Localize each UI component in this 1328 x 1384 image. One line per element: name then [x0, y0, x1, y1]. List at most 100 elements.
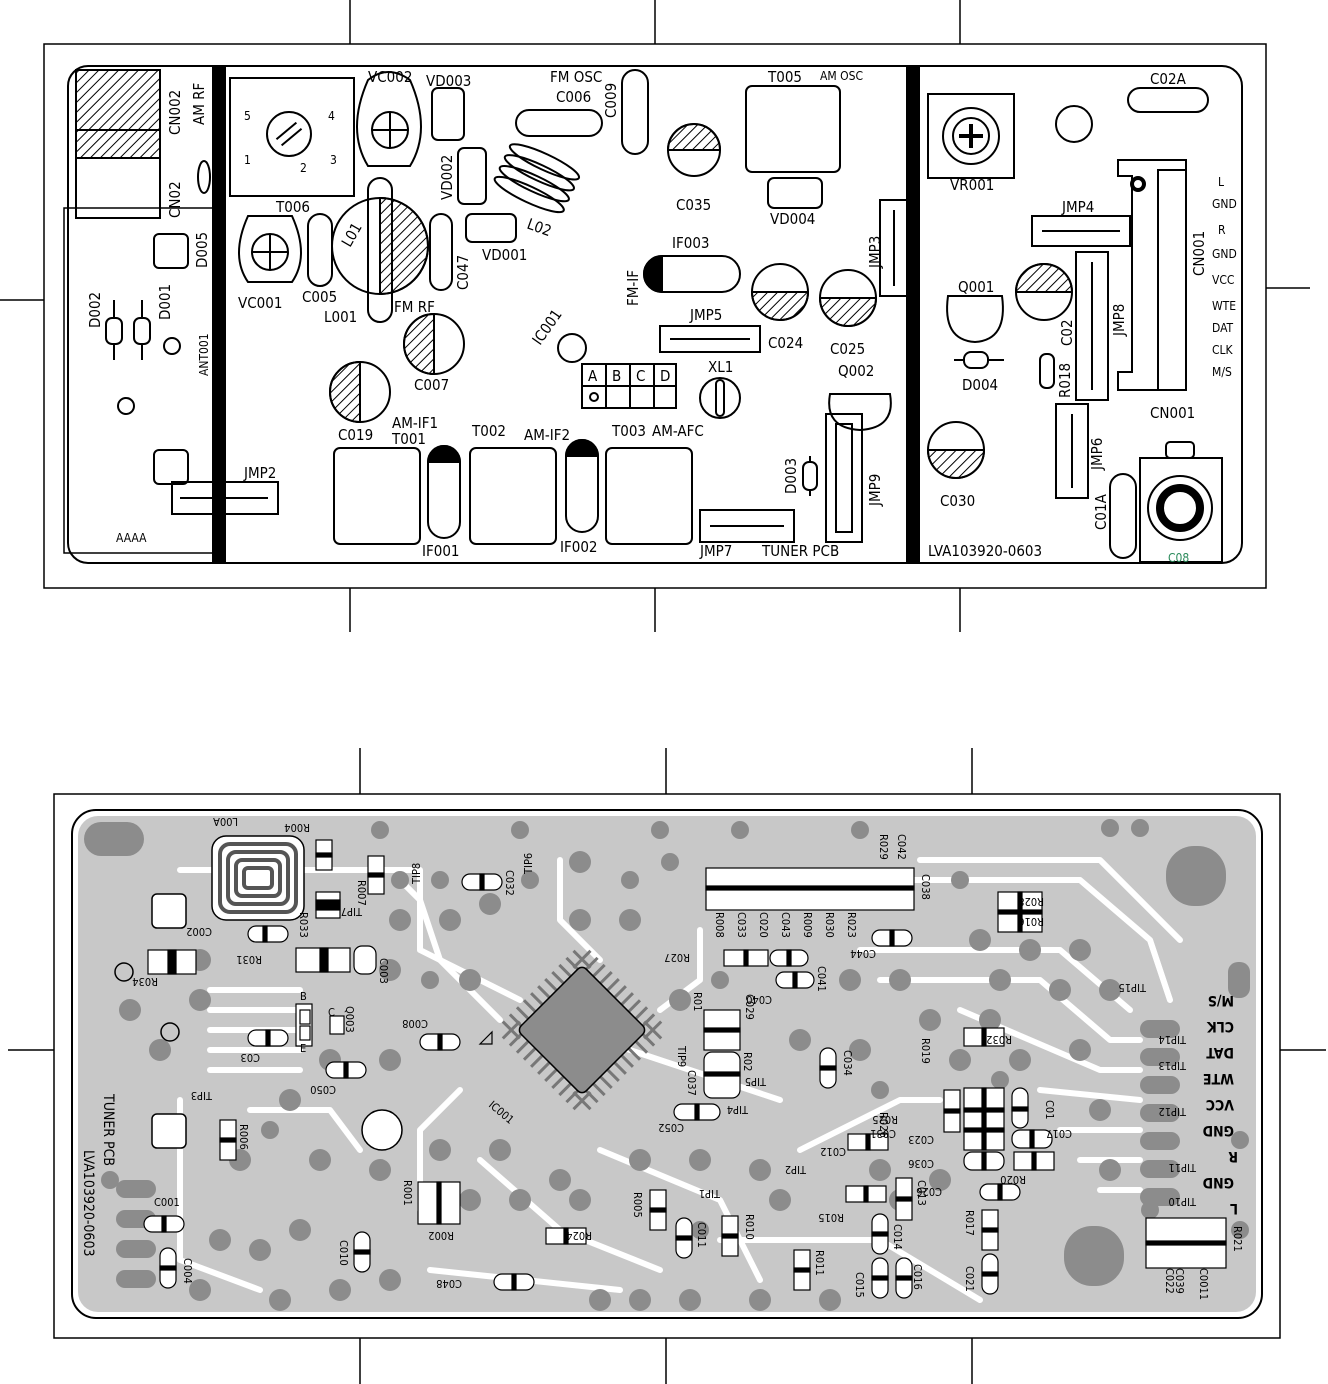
cn001-connector: [1117, 159, 1187, 391]
lbl-t001: T001: [391, 430, 426, 448]
lbl-q001: Q001: [958, 278, 994, 296]
lbl-q003: Q003: [343, 1006, 356, 1033]
lbl-c003: C003: [377, 958, 390, 984]
top-frame: [43, 43, 1267, 589]
d005-pad: [153, 233, 189, 269]
lbl-q002: Q002: [838, 362, 874, 380]
cn02-diode: [197, 160, 211, 194]
pin-dat: DAT: [1212, 321, 1234, 335]
lbl-am-if1: AM-IF1: [392, 414, 438, 432]
c08-jack: [1139, 441, 1223, 563]
mount-hole-left: [117, 397, 135, 415]
lbl-fm-if: FM-IF: [624, 270, 642, 306]
c009-cap: [621, 69, 649, 155]
lbl-c031: C031: [870, 1127, 896, 1140]
switch-b: B: [612, 367, 621, 385]
lbl-c005: C005: [302, 288, 337, 306]
lbl-xl1: XL1: [708, 358, 733, 376]
lbl-c08: C08: [1168, 551, 1189, 565]
lbl-r02: R02: [741, 1052, 754, 1071]
shield-bar-left: [212, 65, 226, 564]
lbl-c050: C050: [310, 1083, 336, 1096]
lbl-am-rf: AM RF: [190, 83, 208, 125]
ic001-marker: [557, 333, 587, 363]
bpin-clk: CLK: [1206, 1018, 1234, 1034]
lbl-jmp7: JMP7: [699, 542, 732, 560]
lbl-r030: R030: [823, 912, 836, 938]
lbl-c040: C040: [746, 993, 772, 1006]
smd-parts: [143, 839, 1227, 1299]
lbl-tip3: TIP3: [191, 1089, 213, 1102]
lbl-d004: D004: [962, 376, 998, 394]
lbl-tip5: TIP5: [745, 1075, 767, 1088]
lbl-c: C: [328, 1006, 335, 1019]
pin-vcc: VCC: [1212, 273, 1234, 287]
lbl-tip6: TIP6: [522, 853, 535, 875]
vd001-diode: [465, 213, 517, 243]
lbl-ant001: ANT001: [197, 333, 211, 376]
lbl-fm-rf: FM RF: [394, 298, 435, 316]
d003-diode: [802, 456, 818, 496]
vd002-diode: [457, 147, 487, 205]
pin-r: R: [1218, 223, 1226, 237]
lbl-am-afc: AM-AFC: [652, 422, 704, 440]
bpin-dat: DAT: [1206, 1044, 1234, 1060]
lbl-c0011: C0011: [1197, 1268, 1210, 1300]
lbl-c034: C034: [841, 1050, 854, 1076]
l00a-coil: [211, 835, 305, 921]
t002-transformer: [469, 447, 557, 545]
lbl-c043: C043: [779, 912, 792, 938]
lbl-c004: C004: [181, 1258, 194, 1284]
lbl-fm-osc: FM OSC: [550, 68, 602, 86]
switch-d: D: [660, 367, 670, 385]
lbl-vd004: VD004: [770, 210, 815, 228]
lbl-c01a: C01A: [1092, 493, 1110, 530]
pin-1: 1: [244, 153, 251, 167]
cn001-pin-labels: L GND R GND VCC WTE DAT CLK M/S: [1212, 175, 1237, 379]
lbl-cn001-side: CN001: [1190, 231, 1208, 276]
lbl-c006: C006: [556, 88, 591, 106]
lbl-r024: R024: [566, 1229, 592, 1242]
lbl-c007: C007: [414, 376, 449, 394]
lbl-r002: R002: [428, 1229, 454, 1242]
lbl-jmp6: JMP6: [1088, 438, 1106, 471]
bpin-gnd-1: GND: [1203, 1122, 1234, 1138]
lbl-r015: R015: [818, 1211, 844, 1224]
lbl-d002: D002: [86, 292, 104, 328]
lbl-r023: R023: [845, 912, 858, 938]
lbl-c03: C03: [240, 1051, 260, 1064]
lbl-vr001: VR001: [950, 176, 994, 194]
bottom-pin-labels: M/S CLK DAT WTE VCC GND R GND L: [1203, 992, 1238, 1216]
lbl-lva-top: LVA103920-0603: [928, 542, 1042, 560]
t001-transformer: [333, 447, 421, 545]
pin-gnd-2: GND: [1212, 247, 1237, 261]
lbl-tip13: TIP13: [1158, 1059, 1187, 1072]
lbl-tip4: TIP4: [727, 1103, 749, 1116]
lbl-c024: C024: [768, 334, 803, 352]
lbl-vc001: VC001: [238, 294, 282, 312]
t006-adjuster: [266, 111, 312, 157]
lbl-c042: C042: [895, 834, 908, 860]
t003-transformer: [605, 447, 693, 545]
jmp7-jumper: [699, 509, 795, 543]
ant001-hole: [163, 337, 181, 355]
vc001-trimmer: [238, 215, 302, 283]
r018-resistor: [1039, 353, 1055, 389]
lbl-c015: C015: [853, 1272, 866, 1298]
lbl-r017: R017: [963, 1210, 976, 1236]
lbl-jmp5: JMP5: [689, 306, 722, 324]
lbl-tip14: TIP14: [1158, 1033, 1187, 1046]
bottom-labels: L00A R004 R007 TIP7 R033 C002 R031 C003 …: [80, 815, 1244, 1300]
jmp8-jumper: [1075, 251, 1109, 401]
q002-transistor: [828, 393, 892, 432]
lbl-tip10: TIP10: [1168, 1195, 1197, 1208]
lbl-c02: C02: [1058, 319, 1076, 346]
lbl-r009: R009: [801, 912, 814, 938]
pin-4: 4: [328, 109, 335, 123]
pin-5: 5: [244, 109, 251, 123]
lbl-c026: C026: [916, 1185, 942, 1198]
lbl-tuner-pcb: TUNER PCB: [761, 542, 839, 560]
lbl-c021: C021: [963, 1266, 976, 1292]
t006-block: [229, 77, 355, 197]
